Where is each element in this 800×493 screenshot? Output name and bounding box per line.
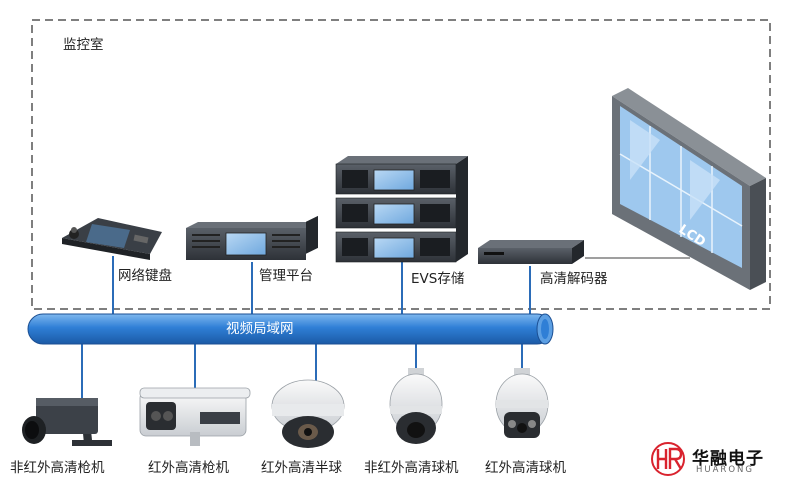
lan-label: 视频局域网 — [226, 321, 294, 337]
network-keyboard-label: 网络键盘 — [118, 268, 172, 284]
dome-camera-ir — [271, 379, 345, 448]
evs-storage-label: EVS存储 — [411, 271, 465, 287]
speed-dome-camera-non-ir — [389, 368, 443, 444]
lan-pipe — [27, 313, 554, 345]
hd-decoder-device — [478, 240, 584, 264]
brand-name-en: HUARONG — [696, 465, 754, 475]
management-platform-device — [186, 215, 318, 260]
huarong-logo-mark — [651, 442, 685, 476]
box-camera-non-ir — [22, 398, 112, 446]
camera-label-non-ir-box: 非红外高清枪机 — [10, 460, 105, 476]
camera-label-ir-bullet: 红外高清枪机 — [148, 460, 229, 476]
brand-name: 华融电子 — [692, 449, 764, 469]
hd-decoder-label: 高清解码器 — [540, 271, 608, 287]
connection-lines — [81, 256, 690, 400]
camera-label-ir-dome: 红外高清半球 — [261, 460, 342, 476]
camera-label-ir-speed-dome: 红外高清球机 — [485, 460, 566, 476]
lcd-video-wall-device — [612, 88, 766, 290]
bullet-camera-ir — [139, 387, 251, 446]
monitoring-room-label: 监控室 — [63, 37, 104, 53]
camera-label-non-ir-speed-dome: 非红外高清球机 — [364, 460, 459, 476]
evs-storage-device — [335, 156, 468, 263]
management-platform-label: 管理平台 — [259, 268, 313, 284]
speed-dome-camera-ir — [495, 368, 549, 438]
network-keyboard-device — [62, 218, 162, 260]
